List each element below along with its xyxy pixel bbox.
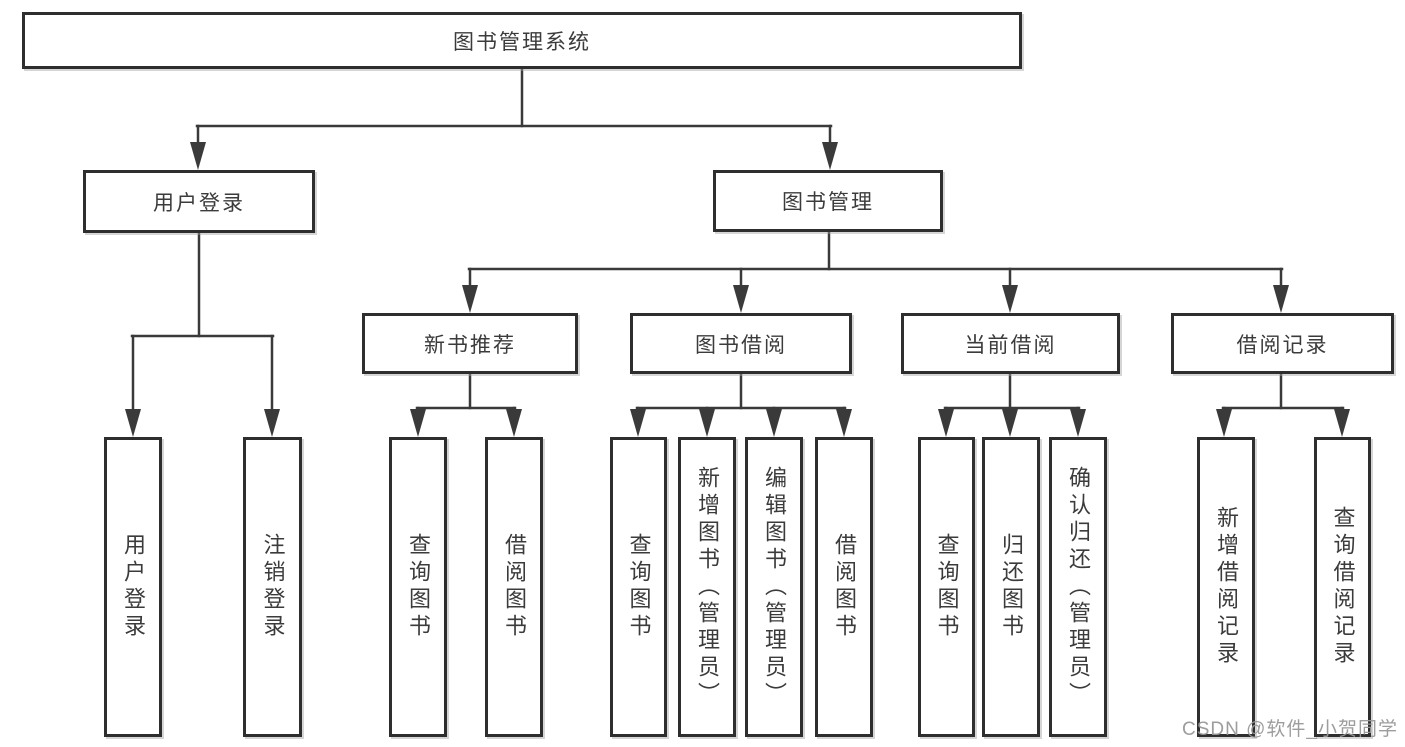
node-book-borrowing: 图书借阅 [630,313,852,374]
connector-borrowing [630,371,852,437]
connector-user-login [125,230,280,437]
connector-root [190,64,838,170]
leaf-borrowing-add-books-admin: 新增图书（管理员） [678,437,736,737]
leaf-borrowing-edit-books-admin: 编辑图书（管理员） [745,437,803,737]
leaf-records-add-record: 新增借阅记录 [1197,437,1255,737]
leaf-logout: 注销登录 [243,437,302,737]
connector-current [938,371,1086,437]
node-root: 图书管理系统 [22,12,1022,69]
node-book-management: 图书管理 [713,170,943,232]
leaf-records-query-record: 查询借阅记录 [1314,437,1371,737]
leaf-borrowing-borrow-books: 借阅图书 [815,437,873,737]
leaf-current-return-books: 归还图书 [982,437,1040,737]
connector-book-management [462,230,1289,313]
connector-records [1216,371,1350,437]
node-user-login: 用户登录 [83,170,315,233]
leaf-current-query-books: 查询图书 [918,437,975,737]
node-current-borrowing: 当前借阅 [901,313,1120,374]
node-new-book-recommend: 新书推荐 [362,313,578,374]
connector-new-books [410,371,522,437]
csdn-watermark: CSDN @软件_小贺同学 [1182,719,1398,740]
leaf-borrowing-query-books: 查询图书 [610,437,667,737]
leaf-current-confirm-return-admin: 确认归还（管理员） [1049,437,1107,737]
node-borrowing-records: 借阅记录 [1171,313,1394,374]
leaf-newbooks-borrow-books: 借阅图书 [485,437,543,737]
leaf-user-login: 用户登录 [104,437,162,737]
leaf-newbooks-query-books: 查询图书 [389,437,447,737]
